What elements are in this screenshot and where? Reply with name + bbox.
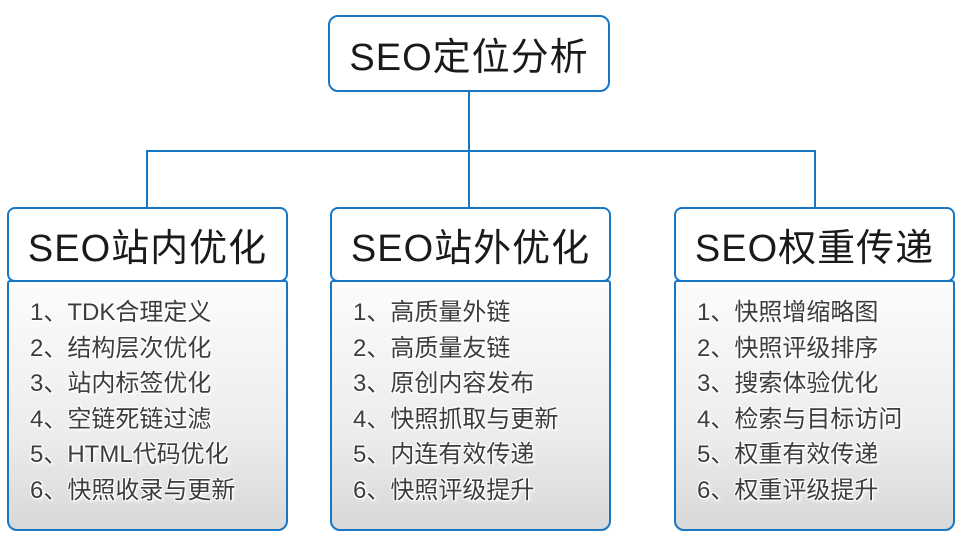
root-node-title: SEO定位分析: [349, 37, 589, 79]
list-item: 2、结构层次优化: [30, 334, 212, 362]
column-onsite-title: SEO站内优化: [27, 228, 268, 270]
column-onsite-list: 1、TDK合理定义 2、结构层次优化 3、站内标签优化 4、空链死链过滤 5、H…: [7, 280, 288, 531]
column-onsite-header: SEO站内优化: [7, 207, 288, 282]
list-item: 1、TDK合理定义: [30, 299, 212, 326]
column-weight-list: 1、快照增缩略图 2、快照评级排序 3、搜索体验优化 4、检索与目标访问 5、权…: [674, 280, 955, 531]
connector-horizontal: [146, 150, 816, 152]
column-offsite-title: SEO站外优化: [350, 228, 591, 270]
list-item: 2、高质量友链: [353, 334, 511, 362]
connector-middle-drop: [468, 150, 470, 207]
list-item: 4、快照抓取与更新: [353, 405, 559, 433]
column-weight-transfer: SEO权重传递 1、快照增缩略图 2、快照评级排序 3、搜索体验优化 4、检索与…: [674, 207, 955, 531]
list-item: 6、快照评级提升: [353, 476, 535, 504]
list-item: 4、空链死链过滤: [30, 405, 212, 433]
column-weight-title: SEO权重传递: [694, 228, 935, 270]
list-item: 4、检索与目标访问: [697, 405, 903, 433]
column-offsite-optimization: SEO站外优化 1、高质量外链 2、高质量友链 3、原创内容发布 4、快照抓取与…: [330, 207, 611, 531]
column-offsite-header: SEO站外优化: [330, 207, 611, 282]
root-node-seo-positioning: SEO定位分析: [328, 15, 610, 92]
column-offsite-list: 1、高质量外链 2、高质量友链 3、原创内容发布 4、快照抓取与更新 5、内连有…: [330, 280, 611, 531]
list-item: 5、内连有效传递: [353, 441, 535, 468]
list-item: 5、HTML代码优化: [30, 441, 229, 468]
list-item: 3、站内标签优化: [30, 370, 212, 397]
list-item: 2、快照评级排序: [697, 334, 879, 362]
list-item: 6、权重评级提升: [697, 476, 879, 504]
list-item: 1、高质量外链: [353, 299, 511, 326]
connector-root-vertical: [468, 92, 470, 150]
list-item: 1、快照增缩略图: [697, 299, 879, 326]
list-item: 3、原创内容发布: [353, 370, 535, 397]
column-weight-header: SEO权重传递: [674, 207, 955, 282]
connector-left-drop: [146, 150, 148, 207]
list-item: 6、快照收录与更新: [30, 476, 236, 504]
column-onsite-optimization: SEO站内优化 1、TDK合理定义 2、结构层次优化 3、站内标签优化 4、空链…: [7, 207, 288, 531]
connector-right-drop: [814, 150, 816, 207]
list-item: 5、权重有效传递: [697, 441, 879, 468]
list-item: 3、搜索体验优化: [697, 370, 879, 397]
